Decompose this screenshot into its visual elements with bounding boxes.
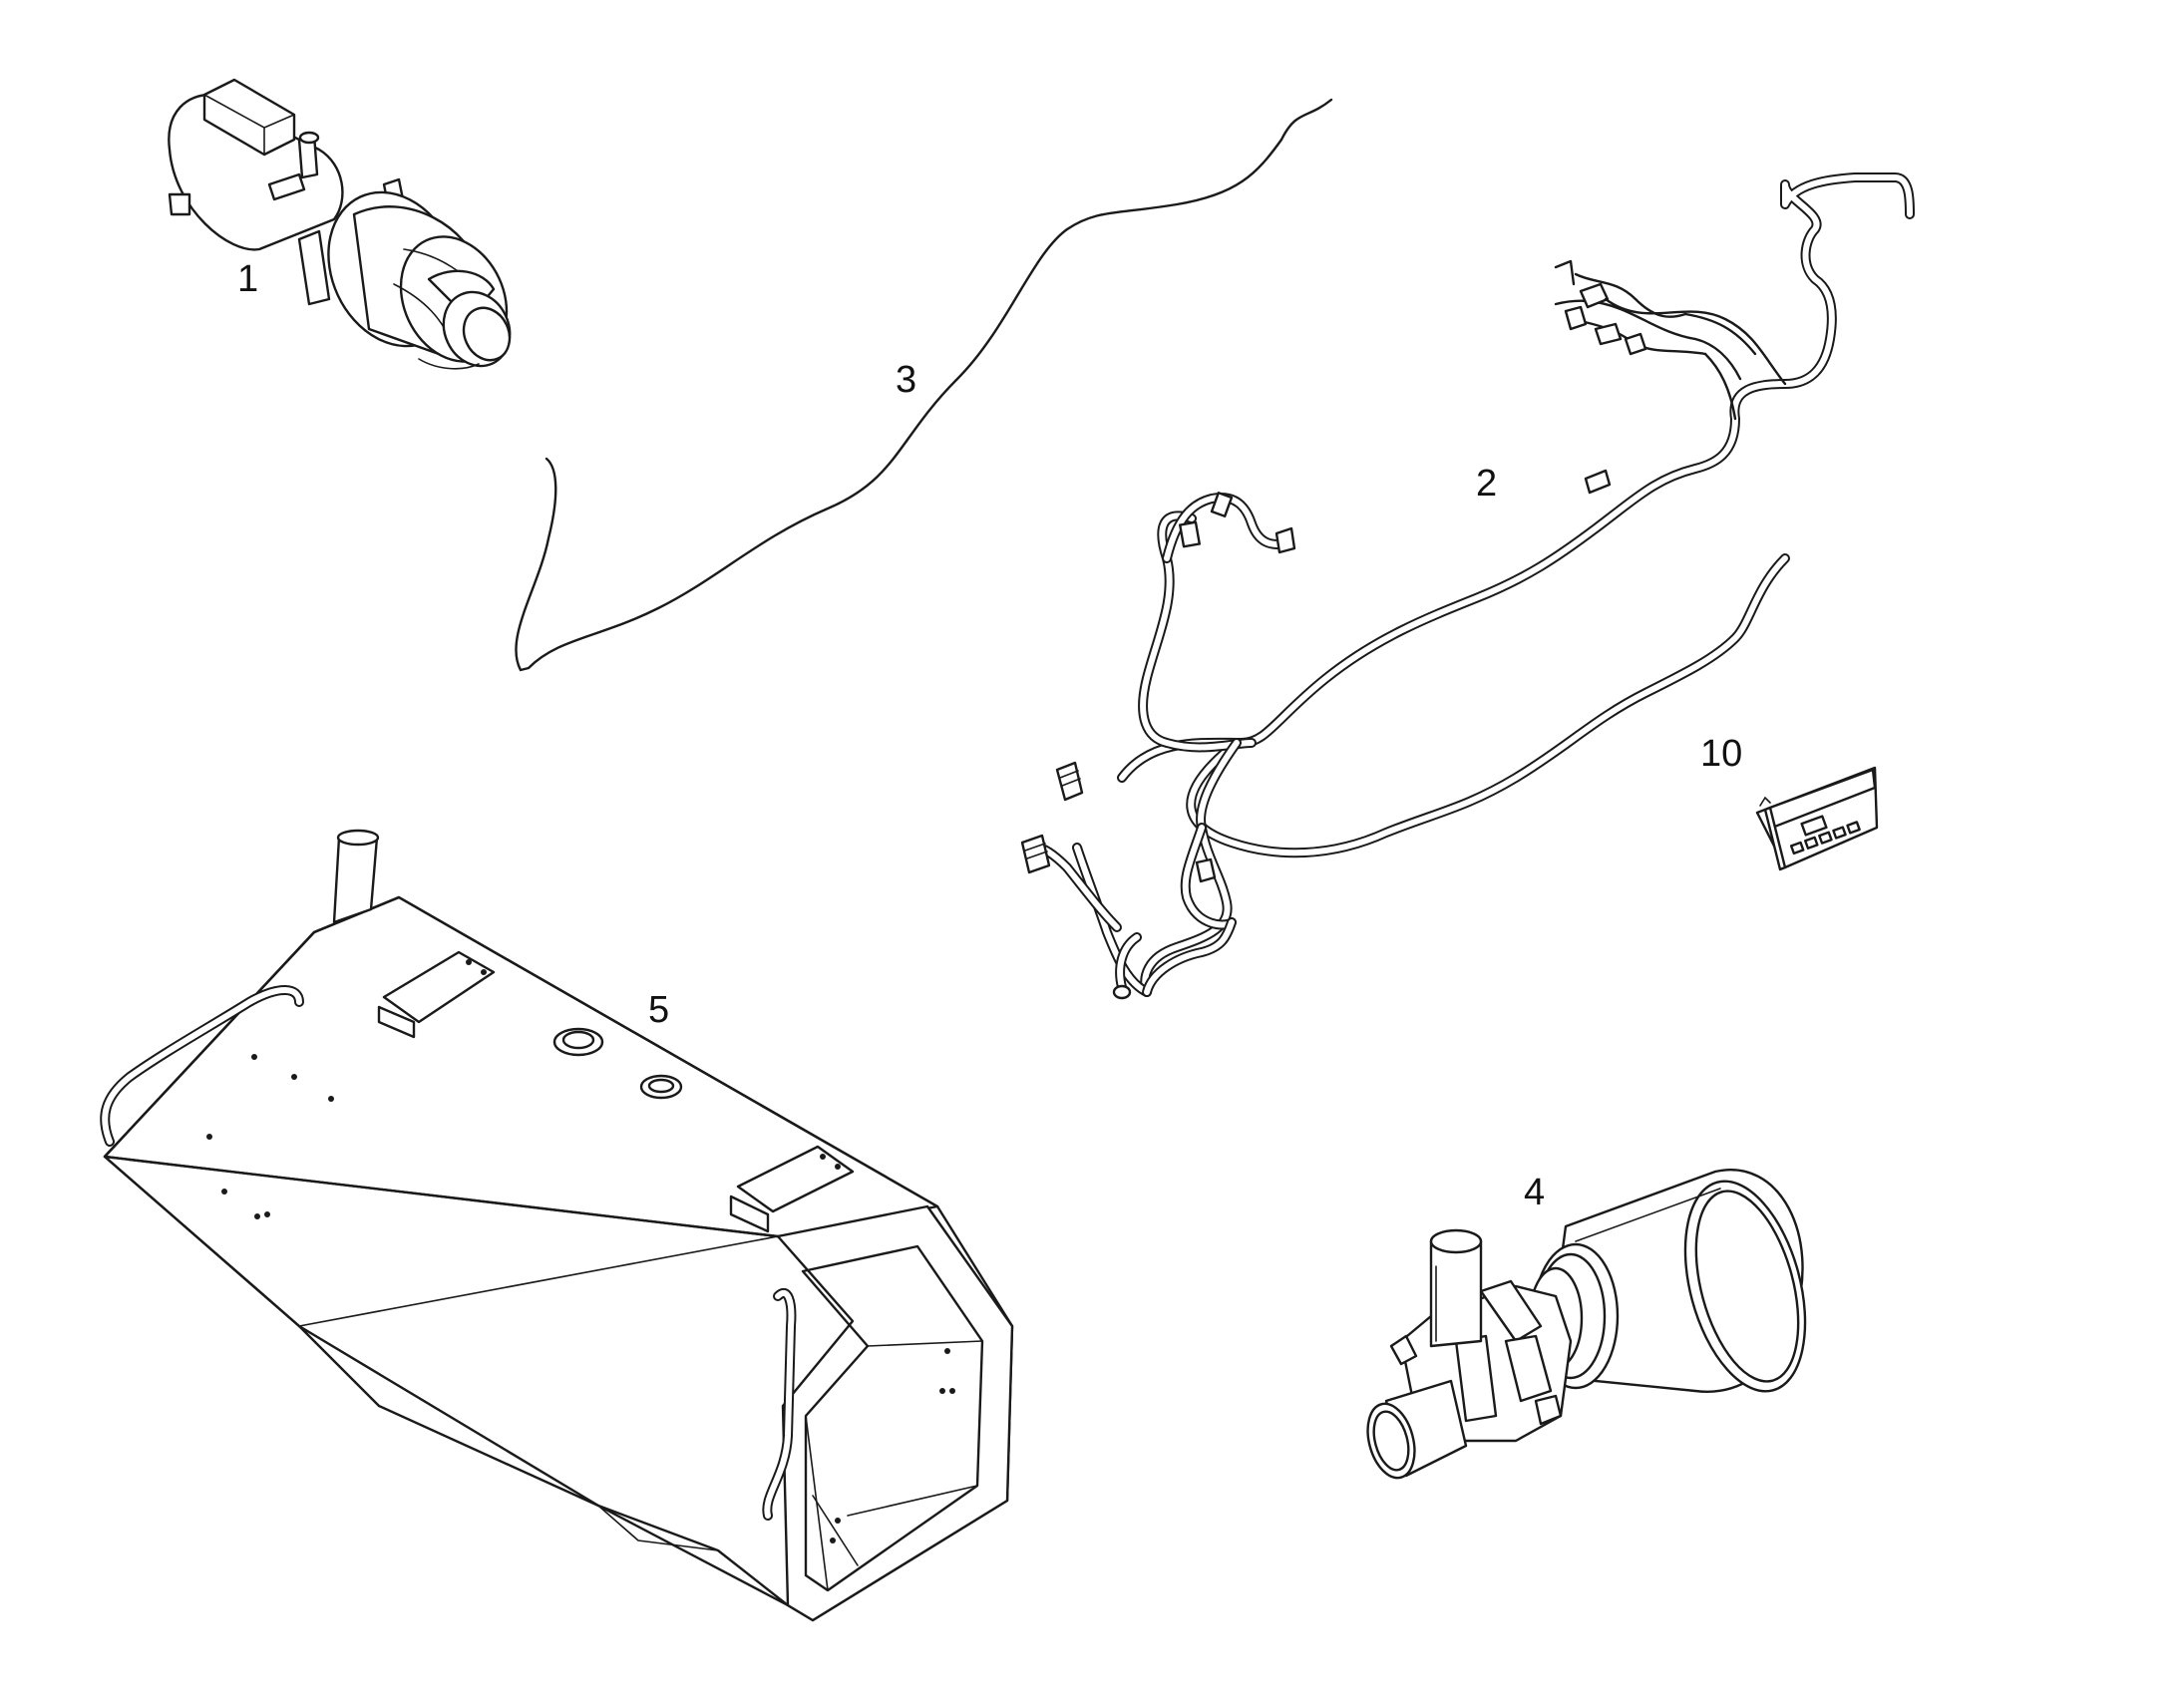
part-1-heater bbox=[168, 78, 512, 370]
part-4-water-pump bbox=[1366, 1169, 1807, 1480]
callout-part-2: 2 bbox=[1476, 463, 1497, 505]
hose-junction-cluster bbox=[1554, 259, 1787, 421]
callout-part-10: 10 bbox=[1700, 733, 1742, 775]
callout-part-1: 1 bbox=[237, 258, 258, 300]
part-5-fuel-tank bbox=[100, 829, 1014, 1622]
callout-part-3: 3 bbox=[896, 359, 916, 401]
hose-fitting-left bbox=[1020, 761, 1132, 1000]
part-3-cable bbox=[515, 98, 1333, 672]
part-10-control-panel bbox=[1755, 766, 1879, 871]
part-2-hose-harness bbox=[1020, 172, 1915, 1000]
callout-part-5: 5 bbox=[648, 989, 669, 1031]
callout-part-4: 4 bbox=[1524, 1172, 1545, 1213]
